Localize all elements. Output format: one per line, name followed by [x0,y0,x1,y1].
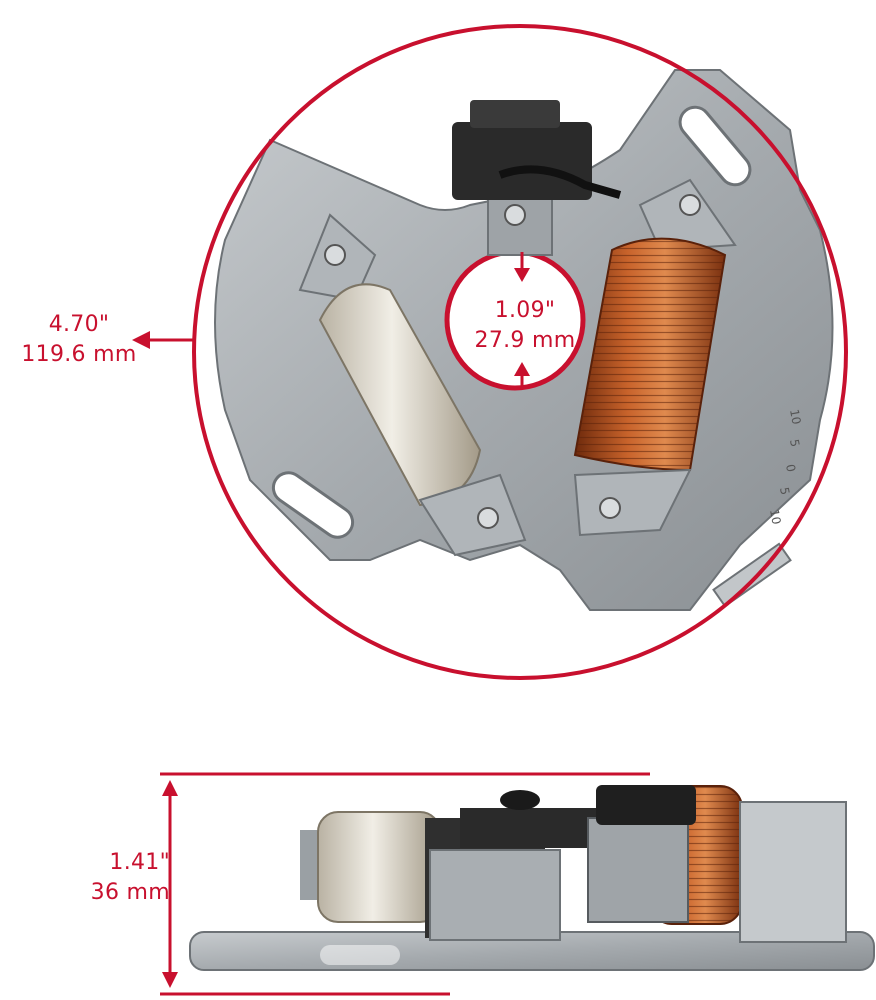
hole-mm: 27.9 mm [474,328,576,353]
height-label: 1.41" 36 mm [60,848,170,908]
mount-slot-bottom [271,471,355,539]
center-hole-label: 1.09" 27.9 mm [440,296,610,356]
scale-mark: 10 [767,508,783,525]
mount-slot-top [678,105,752,187]
diameter-inch: 4.70" [48,312,110,337]
scale-mark: 0 [783,463,798,473]
hole-inch: 1.09" [494,298,556,323]
screw-icon [679,194,701,216]
scale-mark: 10 [787,408,803,425]
height-mm: 36 mm [90,880,170,905]
screw-icon [324,244,346,266]
screw-icon [504,204,526,226]
wire-connector [452,122,592,200]
side-view [160,772,875,996]
scale-mark: 5 [787,438,802,448]
scale-mark: 5 [777,486,792,496]
screw-icon [599,497,621,519]
diameter-outline [192,24,848,680]
side-coil-wrapped [317,811,441,923]
diameter-mm: 119.6 mm [21,342,137,367]
diameter-label: 4.70" 119.6 mm [4,310,154,370]
top-view: 10 5 0 5 10 [132,24,848,680]
side-coil-laminations [587,817,689,923]
connector-bracket [487,194,553,256]
timing-scale: 10 5 0 5 10 [767,408,803,525]
height-inch: 1.41" [109,850,170,875]
screw-icon [477,507,499,529]
